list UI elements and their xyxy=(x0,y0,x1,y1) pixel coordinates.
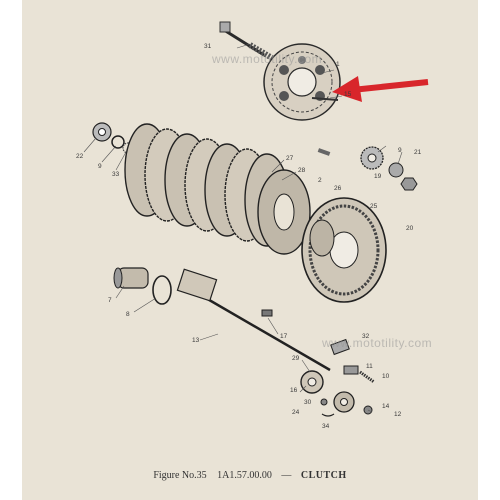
part-label-15: 15 xyxy=(344,91,352,98)
part-label-2: 2 xyxy=(318,177,322,184)
clutch-plate-stack xyxy=(124,123,311,255)
push-rod xyxy=(191,288,331,372)
part-label-22: 22 xyxy=(76,153,84,160)
part-label-9: 9 xyxy=(98,163,102,170)
part-label-11: 11 xyxy=(366,363,373,370)
caption-separator: — xyxy=(281,470,292,481)
release-mechanism xyxy=(300,338,375,417)
part-label-16: 16 xyxy=(290,387,298,394)
part-label-21: 21 xyxy=(414,149,422,156)
diagram-sheet: www.mototility.com www.mototility.com 31… xyxy=(22,0,478,500)
part-label-10: 10 xyxy=(382,373,390,380)
figure-caption: Figure No.35 1A1.57.00.00 — CLUTCH xyxy=(22,470,478,481)
figure-title: CLUTCH xyxy=(300,470,347,481)
watermark-top: www.mototility.com xyxy=(212,52,323,66)
bearing-and-washer xyxy=(113,267,218,305)
part-label-31: 31 xyxy=(204,43,212,50)
part-label-20: 20 xyxy=(406,225,414,232)
part-label-33: 33 xyxy=(112,171,120,178)
figure-code: 1A1.57.00.00 xyxy=(217,470,272,481)
leader-lines xyxy=(83,43,403,413)
part-label-26: 26 xyxy=(334,185,342,192)
part-label-34: 34 xyxy=(322,423,330,430)
red-arrow-icon xyxy=(332,76,429,102)
part-label-19: 19 xyxy=(374,173,382,180)
part-label-14: 14 xyxy=(382,403,390,410)
part-label-32: 32 xyxy=(362,333,370,340)
push-pin xyxy=(311,97,339,101)
exploded-view-drawing xyxy=(83,21,429,417)
clutch-housing xyxy=(301,197,387,303)
part-label-28: 28 xyxy=(298,167,306,174)
figure-number: Figure No.35 xyxy=(153,470,207,481)
part-label-12: 12 xyxy=(394,411,402,418)
pressure-plate xyxy=(263,43,341,121)
part-label-29: 29 xyxy=(292,355,300,362)
part-label-25: 25 xyxy=(370,203,378,210)
part-label-8: 8 xyxy=(126,311,130,318)
part-label-24: 24 xyxy=(292,409,300,416)
part-label-7: 7 xyxy=(108,297,112,304)
part-label-1: 1 xyxy=(336,61,340,68)
drive-sprocket xyxy=(317,146,418,191)
part-label-9b: 9 xyxy=(398,147,402,154)
part-label-30: 30 xyxy=(304,399,312,406)
part-label-17: 17 xyxy=(280,333,288,340)
part-label-13: 13 xyxy=(192,337,200,344)
part-label-27: 27 xyxy=(286,155,294,162)
watermark-bottom: www.mototility.com xyxy=(322,336,433,350)
spring-stud xyxy=(219,21,274,61)
key-part xyxy=(261,309,273,317)
